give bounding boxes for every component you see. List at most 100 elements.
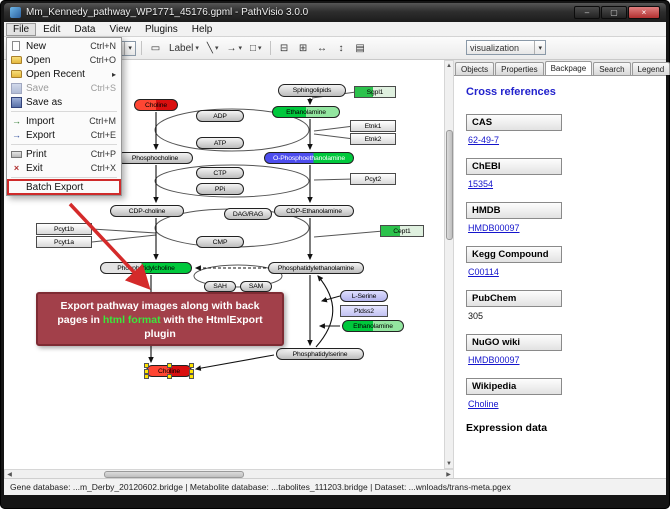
menu-edit[interactable]: Edit: [43, 23, 61, 35]
reference-value[interactable]: Choline: [468, 399, 499, 409]
reference-source: NuGO wiki: [466, 334, 562, 351]
node-ptdss2[interactable]: Ptdss2: [340, 305, 388, 317]
node-ethanolamine-top[interactable]: Ethanolamine: [272, 106, 340, 118]
scroll-down-icon[interactable]: ▼: [446, 460, 452, 467]
file-menu-item-exit[interactable]: Exit Ctrl+X: [8, 161, 120, 175]
node-pcyt1b[interactable]: Pcyt1b: [36, 223, 92, 235]
shape-template-dropdown[interactable]: □▾: [247, 40, 265, 57]
maximize-button[interactable]: ▢: [601, 6, 627, 19]
node-etnk2[interactable]: Etnk2: [350, 133, 396, 145]
datanode-template-button[interactable]: ▭: [147, 40, 164, 57]
node-o-phosphoethanolamine[interactable]: O-Phosphoethanolamine: [264, 152, 354, 164]
scroll-right-icon[interactable]: ▶: [446, 471, 451, 478]
menu-item-label: Open: [26, 54, 51, 66]
reference-value[interactable]: C00114: [468, 267, 499, 277]
menu-plugins[interactable]: Plugins: [144, 23, 178, 35]
selection-handle[interactable]: [189, 369, 194, 374]
align-horizontal-button[interactable]: ⊟: [276, 40, 293, 57]
scroll-up-icon[interactable]: ▲: [446, 62, 452, 69]
node-l-serine[interactable]: L-Serine: [340, 290, 388, 302]
selection-handle[interactable]: [167, 363, 172, 368]
file-menu-item-save-as[interactable]: Save as: [8, 95, 120, 109]
node-choline-selected[interactable]: Choline: [144, 363, 194, 379]
node-choline-top[interactable]: Choline: [134, 99, 178, 111]
status-bar: Gene database: ...m_Derby_20120602.bridg…: [4, 478, 666, 495]
node-phosphatidylserine[interactable]: Phosphatidylserine: [276, 348, 364, 360]
selection-handle[interactable]: [167, 374, 172, 379]
title-bar[interactable]: Mm_Kennedy_pathway_WP1771_45176.gpml - P…: [4, 3, 666, 22]
new-file-icon: [12, 41, 20, 51]
selection-handle[interactable]: [144, 369, 149, 374]
selection-handle[interactable]: [144, 374, 149, 379]
selection-handle[interactable]: [189, 374, 194, 379]
window-title: Mm_Kennedy_pathway_WP1771_45176.gpml - P…: [26, 7, 309, 18]
stack-button[interactable]: ▤: [352, 40, 369, 57]
tab-properties[interactable]: Properties: [495, 62, 544, 75]
toolbar: Zoom: 100%▾ ▭ Label▾ ╲▾ →▾ □▾ ⊟ ⊞ ↔ ↕ ▤ …: [4, 37, 666, 60]
annotation-text-after: with the HtmlExport plugin: [144, 314, 263, 341]
node-phosphocholine[interactable]: Phosphocholine: [117, 152, 193, 164]
chevron-down-icon: ▾: [238, 45, 242, 52]
chevron-down-icon: ▾: [195, 45, 199, 52]
node-ethanolamine-lower[interactable]: Ethanolamine: [342, 320, 404, 332]
menu-file[interactable]: File: [6, 22, 37, 36]
arrow-template-dropdown[interactable]: →▾: [223, 40, 245, 57]
tab-objects[interactable]: Objects: [455, 62, 495, 75]
node-ctp[interactable]: CTP: [196, 167, 244, 179]
node-atp[interactable]: ATP: [196, 137, 244, 149]
node-phosphatidylcholine[interactable]: Phosphatidylcholine: [100, 262, 192, 274]
tab-legend[interactable]: Legend: [631, 62, 670, 75]
scroll-left-icon[interactable]: ◀: [7, 471, 12, 478]
visualization-select[interactable]: visualization▾: [466, 40, 546, 55]
file-menu-item-batch-export[interactable]: Batch Export: [7, 179, 121, 195]
menu-data[interactable]: Data: [74, 23, 96, 35]
submenu-arrow-icon: ▸: [111, 69, 116, 79]
node-pcyt2[interactable]: Pcyt2: [350, 173, 396, 185]
vertical-scrollbar[interactable]: ▲ ▼: [444, 60, 454, 469]
menu-item-shortcut: Ctrl+X: [90, 163, 116, 173]
node-phosphatidylethanolamine[interactable]: Phosphatidylethanolamine: [268, 262, 364, 274]
line-icon: ╲: [206, 42, 213, 54]
menu-item-label: Exit: [26, 162, 43, 174]
node-dag[interactable]: DAG/RAG: [224, 208, 272, 220]
node-cmp[interactable]: CMP: [196, 236, 244, 248]
vertical-scroll-thumb[interactable]: [445, 130, 453, 240]
tab-backpage[interactable]: Backpage: [544, 61, 593, 75]
close-button[interactable]: ×: [628, 6, 660, 19]
file-menu-item-open-recent[interactable]: Open Recent▸: [8, 67, 120, 81]
label-template-dropdown[interactable]: Label▾: [166, 40, 202, 57]
node-ppi[interactable]: PPi: [196, 183, 244, 195]
node-cdp-choline[interactable]: CDP-choline: [110, 205, 184, 217]
align-vertical-button[interactable]: ⊞: [295, 40, 312, 57]
node-sah[interactable]: SAH: [204, 281, 236, 292]
reference-value[interactable]: HMDB00097: [468, 355, 520, 365]
node-pcyt1a[interactable]: Pcyt1a: [36, 236, 92, 248]
menu-help[interactable]: Help: [191, 23, 213, 35]
menu-view[interactable]: View: [109, 23, 131, 35]
node-adp[interactable]: ADP: [196, 110, 244, 122]
reference-value[interactable]: HMDB00097: [468, 223, 520, 233]
node-cdp-ethanolamine[interactable]: CDP-Ethanolamine: [274, 205, 354, 217]
horizontal-scroll-thumb[interactable]: [104, 470, 244, 478]
node-sam[interactable]: SAM: [240, 281, 272, 292]
node-etnk1[interactable]: Etnk1: [350, 120, 396, 132]
node-cept1[interactable]: Cept1: [380, 225, 424, 237]
node-sphingolipids[interactable]: Sphingolipids: [278, 84, 346, 97]
tab-search[interactable]: Search: [593, 62, 631, 75]
line-template-dropdown[interactable]: ╲▾: [204, 40, 222, 57]
reference-value[interactable]: 62-49-7: [468, 135, 500, 145]
minimize-button[interactable]: –: [574, 6, 600, 19]
common-height-button[interactable]: ↕: [333, 40, 350, 57]
common-width-button[interactable]: ↔: [314, 40, 331, 57]
node-sgpl1[interactable]: Sgpl1: [354, 86, 396, 98]
reference-value[interactable]: 15354: [468, 179, 494, 189]
selection-handle[interactable]: [144, 363, 149, 368]
selection-handle[interactable]: [189, 363, 194, 368]
